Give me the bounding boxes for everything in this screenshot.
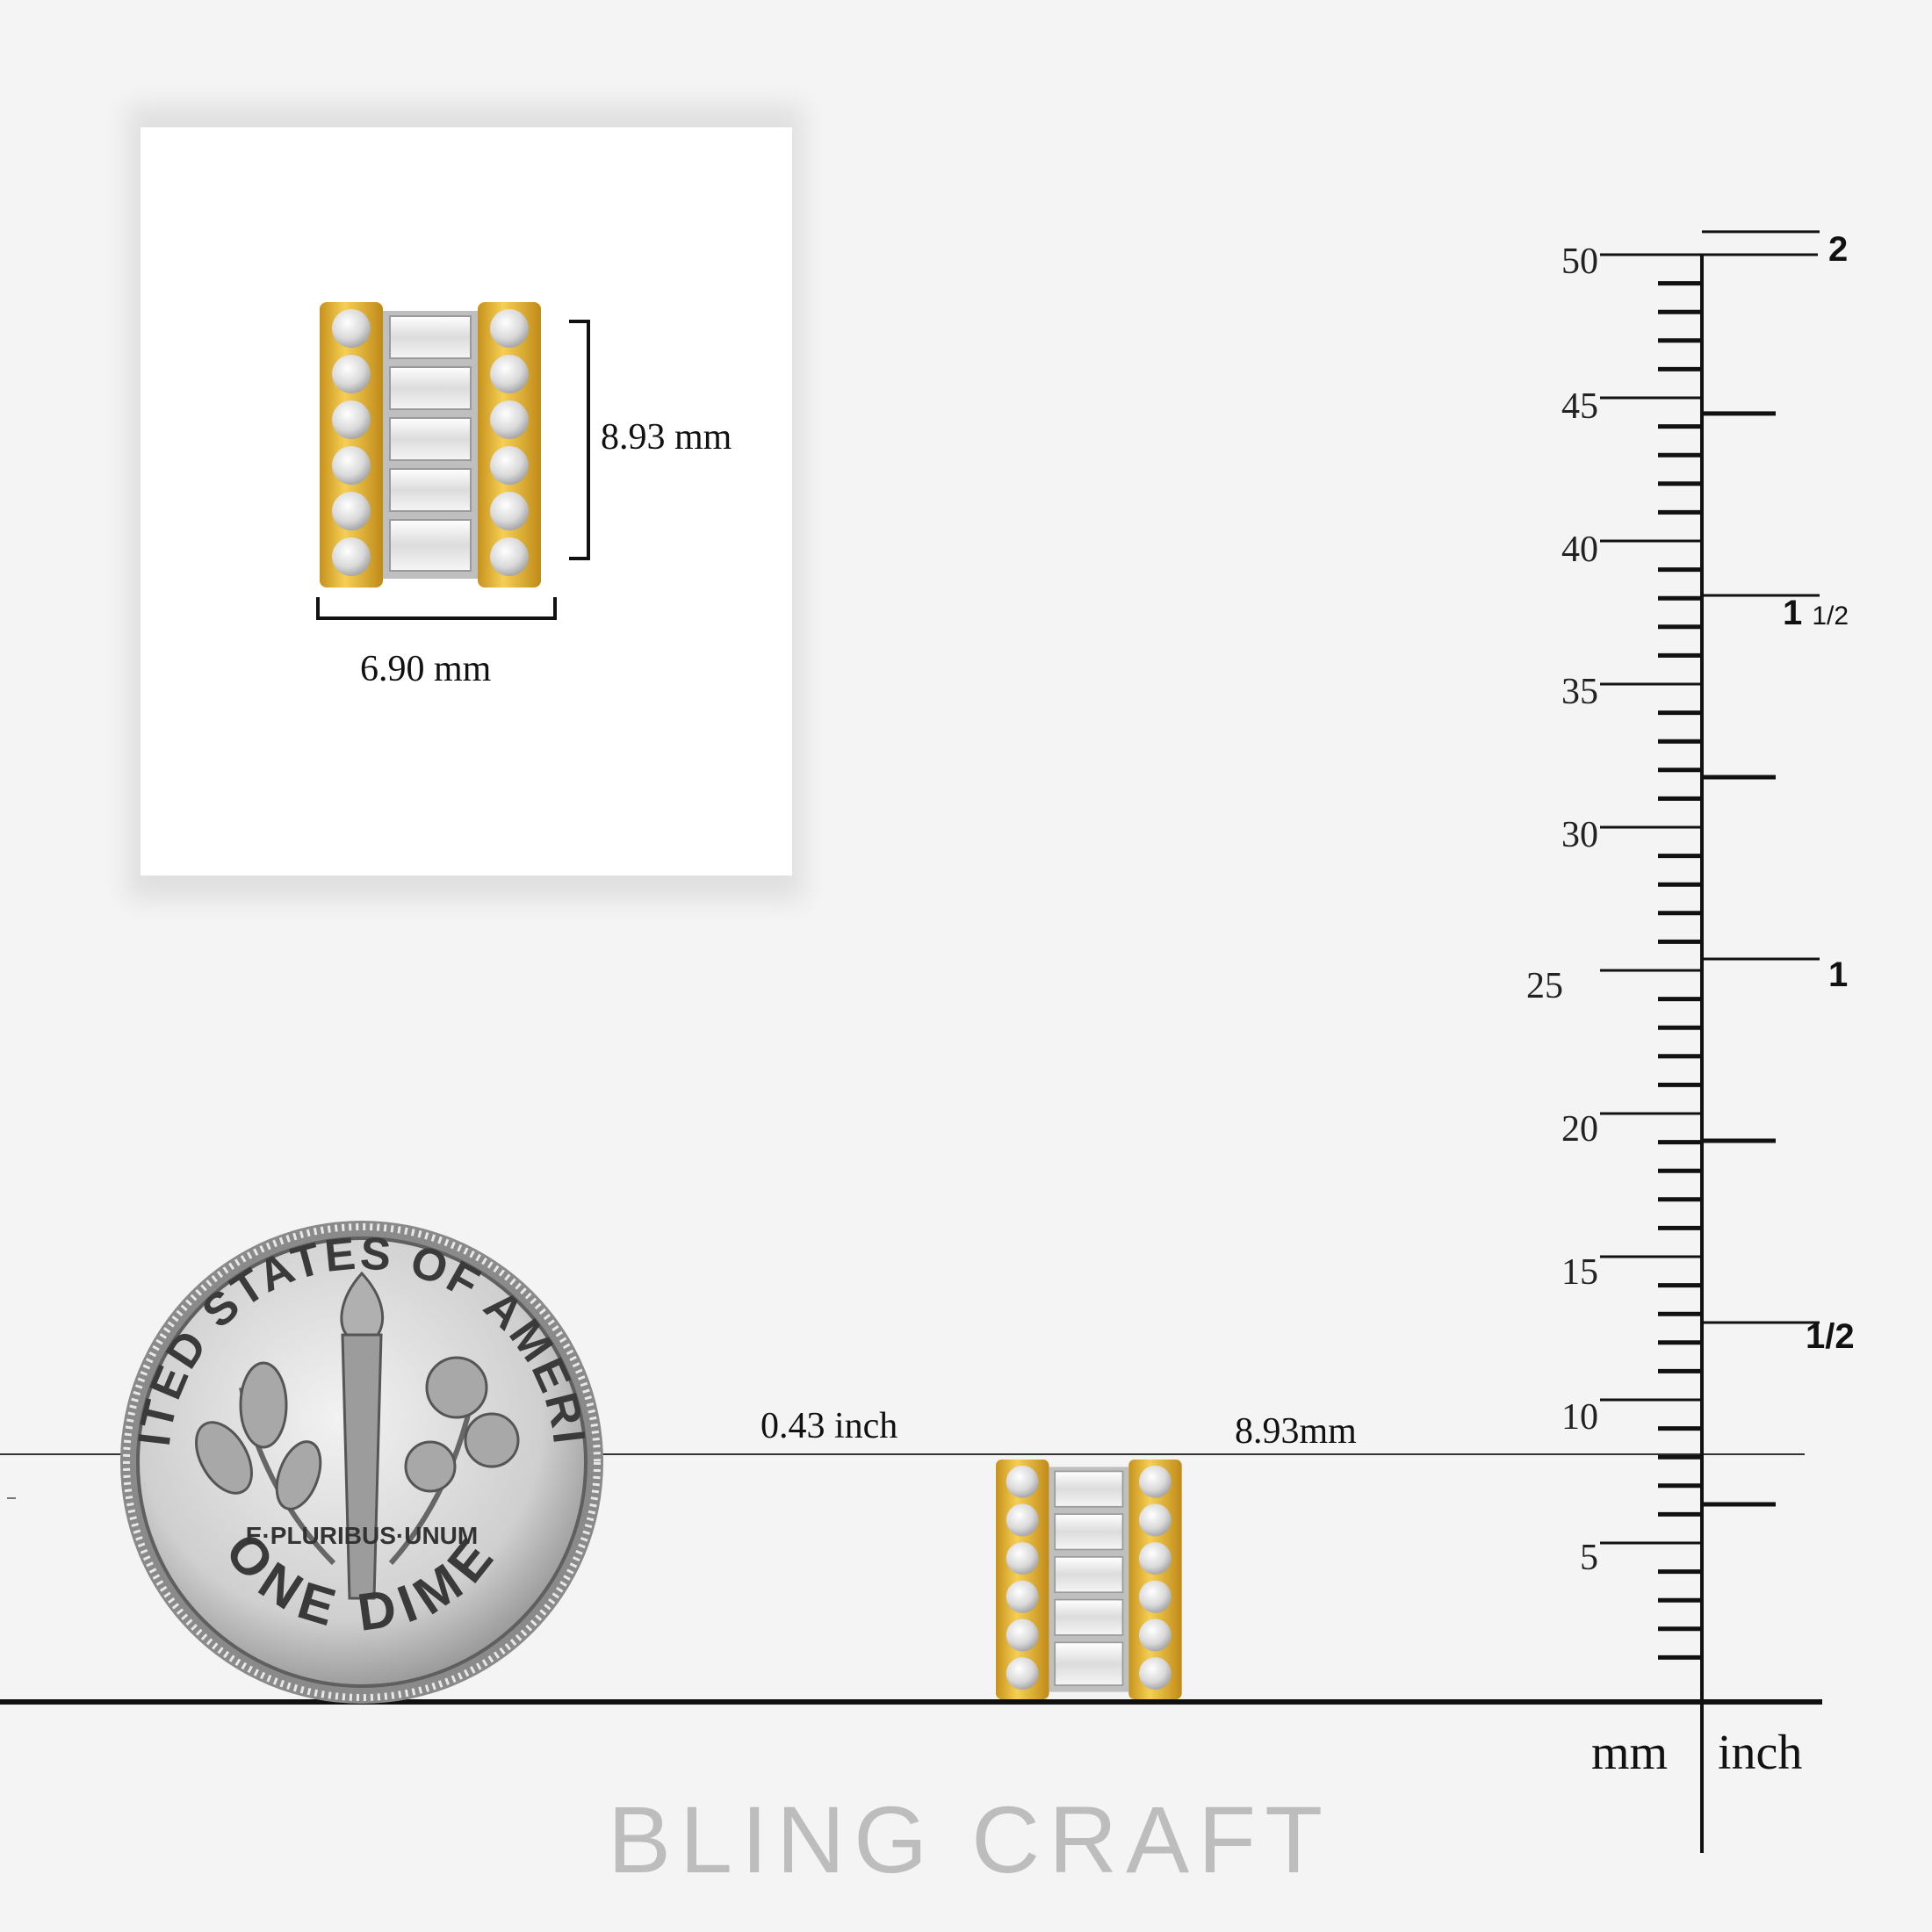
ruler-inch-1: 1 xyxy=(1828,955,1849,994)
coin-motto: E·PLURIBUS·UNUM xyxy=(246,1522,478,1549)
ruler-inch-1-1-2: 1 1/2 xyxy=(1783,594,1849,632)
ruler-inch-unit: inch xyxy=(1718,1726,1803,1780)
mm-label: 8.93mm xyxy=(1235,1411,1357,1452)
ruler-inch-1-2: 1/2 xyxy=(1806,1317,1855,1356)
coin-top-text: UNITED STATES OF AMERICA xyxy=(0,0,592,1449)
ruler-mm-30: 30 xyxy=(1561,815,1598,855)
width-dimension-bracket xyxy=(316,597,557,620)
ruler-mm-35: 35 xyxy=(1561,672,1598,712)
ruler-mm-10: 10 xyxy=(1561,1397,1598,1438)
ruler-inch-2: 2 xyxy=(1828,230,1849,269)
ruler-mm-unit: mm xyxy=(1591,1726,1669,1780)
brand-watermark: BLING CRAFT xyxy=(608,1786,1332,1892)
dime-coin-image xyxy=(120,1221,603,1704)
measurement-ruler xyxy=(1600,230,1820,1853)
ruler-mm-40: 40 xyxy=(1561,530,1598,570)
ruler-mm-15: 15 xyxy=(1561,1252,1598,1293)
inch-label: 0.43 inch xyxy=(761,1406,898,1446)
ruler-mm-25: 25 xyxy=(1526,966,1563,1006)
svg-text:UNITED STATES OF AMERICA: UNITED STATES OF AMERICA xyxy=(0,0,595,1449)
ruler-mm-45: 45 xyxy=(1561,386,1598,427)
ruler-mm-20: 20 xyxy=(1561,1109,1598,1150)
width-label: 6.90 mm xyxy=(360,649,492,689)
height-label: 8.93 mm xyxy=(601,417,732,458)
height-dimension-bracket xyxy=(569,320,590,560)
ruler-mm-50: 50 xyxy=(1561,242,1598,282)
ruler-mm-5: 5 xyxy=(1580,1538,1598,1578)
